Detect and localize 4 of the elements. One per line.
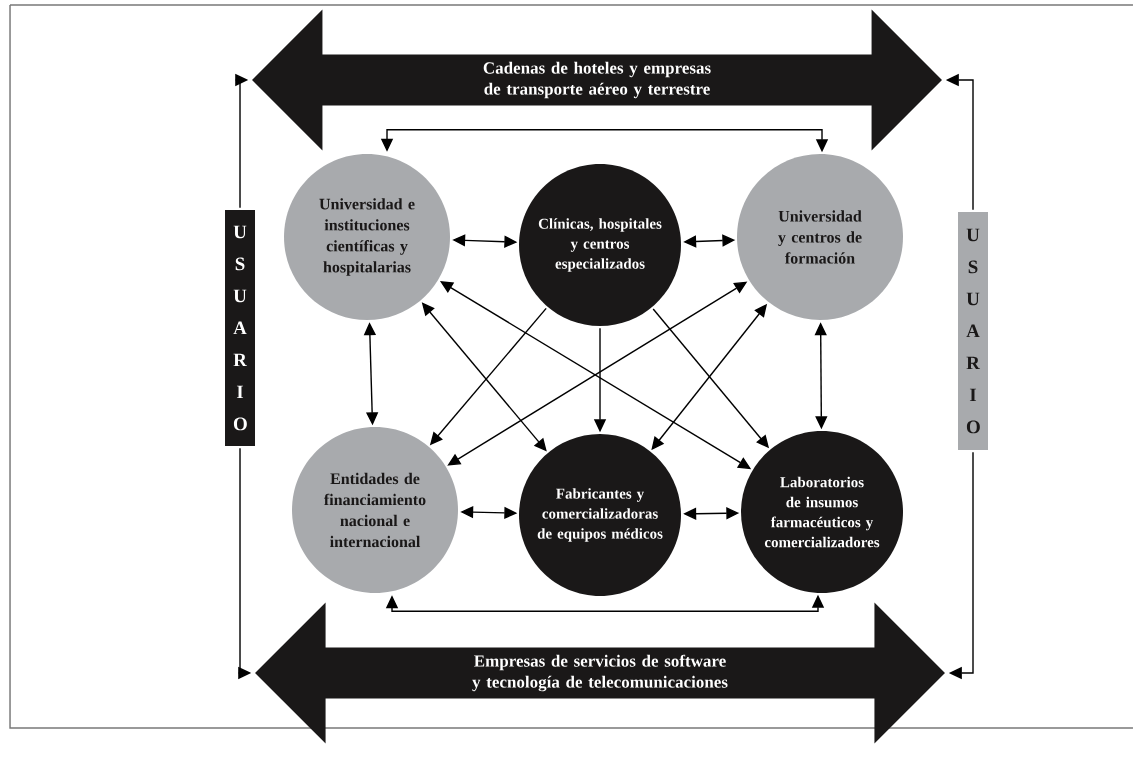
user-bar: U S U A R I O bbox=[958, 212, 988, 450]
double-arrow-band: Empresas de servicios de software y tecnología de telecomunicaciones bbox=[255, 602, 945, 744]
user-bar: U S U A R I O bbox=[225, 210, 255, 446]
double-arrow-band: Cadenas de hoteles y empresas de transporte aéreo y terrestre bbox=[252, 9, 942, 151]
